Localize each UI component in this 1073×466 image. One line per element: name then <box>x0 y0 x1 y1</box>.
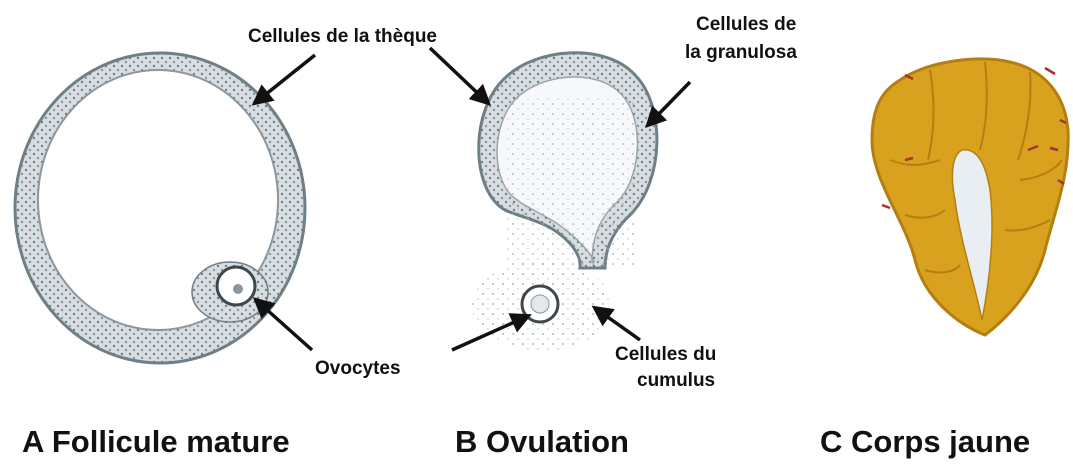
label-granulosa-1: Cellules de <box>696 14 796 35</box>
label-cumulus-1: Cellules du <box>615 344 716 365</box>
arrow-theca-a <box>255 55 315 103</box>
arrow-oocyte-a <box>256 300 312 350</box>
ovulation-illustration <box>472 53 657 351</box>
caption-b: B Ovulation <box>455 424 629 459</box>
arrow-theca-b <box>430 48 488 103</box>
oocyte-a <box>217 267 255 305</box>
arrow-granulosa <box>648 82 690 125</box>
label-cumulus-2: cumulus <box>637 370 715 391</box>
label-theca: Cellules de la thèque <box>248 26 437 47</box>
label-oocytes: Ovocytes <box>315 358 401 379</box>
label-granulosa-2: la granulosa <box>685 42 797 63</box>
caption-c: C Corps jaune <box>820 424 1030 459</box>
caption-a: A Follicule mature <box>22 424 290 459</box>
corpus-luteum-illustration <box>872 59 1068 335</box>
